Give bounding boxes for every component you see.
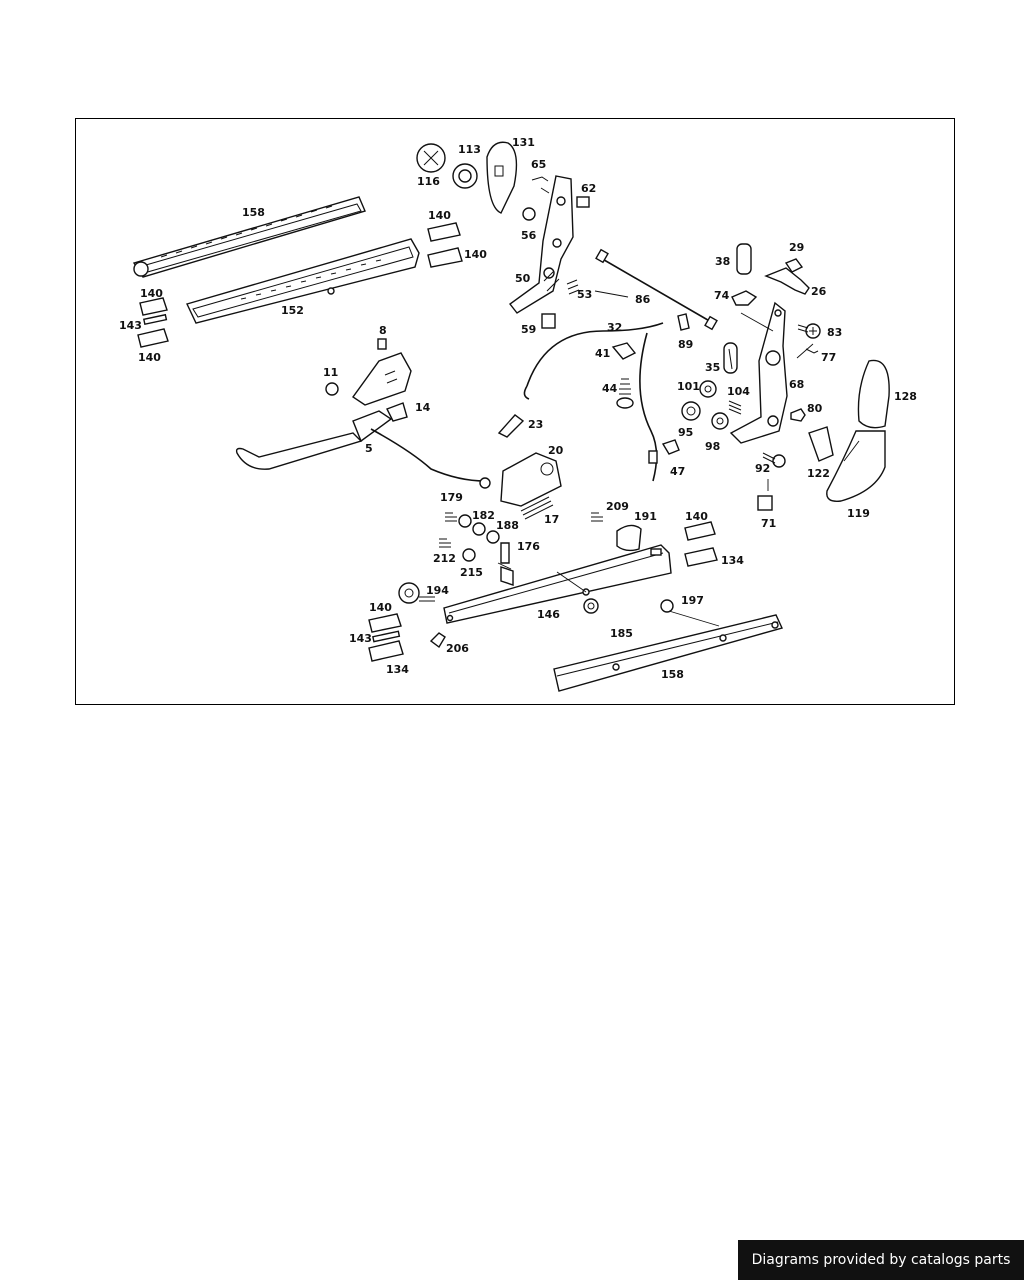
label-140-e: 140 (685, 510, 708, 523)
label-140-f: 140 (369, 601, 392, 614)
label-5: 5 (365, 442, 373, 455)
label-26: 26 (811, 285, 827, 298)
label-71: 71 (761, 517, 776, 530)
label-65: 65 (531, 158, 546, 171)
label-197: 197 (681, 594, 704, 607)
slider-blocks-upper-right (427, 222, 463, 268)
leader-lines (497, 187, 860, 627)
bolt-44 (616, 378, 634, 409)
rod-86 (598, 256, 714, 324)
label-92: 92 (755, 462, 770, 475)
label-86: 86 (635, 293, 651, 306)
label-185: 185 (610, 627, 633, 640)
label-14: 14 (415, 401, 431, 414)
label-143-a: 143 (119, 319, 142, 332)
label-104: 104 (727, 385, 750, 398)
footer-text: Diagrams provided by catalogs parts (751, 1252, 1011, 1268)
label-98: 98 (705, 440, 720, 453)
label-128: 128 (894, 390, 917, 403)
rail-158-upper (132, 196, 366, 278)
label-140-c: 140 (140, 287, 163, 300)
lower-fasteners (398, 512, 674, 649)
label-53: 53 (577, 288, 592, 301)
label-47: 47 (670, 465, 685, 478)
part-labels: 131 113 116 65 62 56 158 140 140 152 140… (119, 136, 917, 681)
label-35: 35 (705, 361, 720, 374)
slider-blocks-left-lower (368, 613, 404, 662)
label-140-b: 140 (464, 248, 487, 261)
label-158-upper: 158 (242, 206, 265, 219)
label-152: 152 (281, 304, 304, 317)
label-134-a: 134 (721, 554, 744, 567)
label-212: 212 (433, 552, 456, 565)
label-188: 188 (496, 519, 519, 532)
slider-blocks-left-upper (137, 297, 169, 348)
label-56: 56 (521, 229, 537, 242)
label-95: 95 (678, 426, 693, 439)
label-215: 215 (460, 566, 483, 579)
label-140-d: 140 (138, 351, 161, 364)
label-116: 116 (417, 175, 440, 188)
center-parts (497, 414, 562, 520)
small-parts-right-upper (677, 243, 821, 374)
label-140-a: 140 (428, 209, 451, 222)
label-20: 20 (548, 444, 564, 457)
seat-covers (808, 359, 890, 502)
label-194: 194 (426, 584, 449, 597)
label-143-b: 143 (349, 632, 372, 645)
cable-32 (526, 322, 664, 387)
rail-158-lower (553, 614, 783, 692)
label-74: 74 (714, 289, 730, 302)
label-101: 101 (677, 380, 700, 393)
label-134-b: 134 (386, 663, 409, 676)
slider-blocks-right (684, 521, 718, 567)
label-119: 119 (847, 507, 870, 520)
label-158-lower: 158 (661, 668, 684, 681)
label-32: 32 (607, 321, 622, 334)
label-11: 11 (323, 366, 338, 379)
label-68: 68 (789, 378, 804, 391)
footer-banner: Diagrams provided by catalogs parts (738, 1240, 1024, 1280)
label-113: 113 (458, 143, 481, 156)
label-38: 38 (715, 255, 730, 268)
label-59: 59 (521, 323, 536, 336)
recliner-bracket-right (729, 301, 788, 444)
label-176: 176 (517, 540, 540, 553)
rail-152 (186, 238, 420, 324)
label-179: 179 (440, 491, 463, 504)
label-8: 8 (379, 324, 387, 337)
label-182: 182 (472, 509, 495, 522)
label-80: 80 (807, 402, 823, 415)
label-146: 146 (537, 608, 560, 621)
adjust-lever (235, 338, 491, 489)
label-131: 131 (512, 136, 535, 149)
label-17: 17 (544, 513, 559, 526)
label-206: 206 (446, 642, 469, 655)
label-44: 44 (602, 382, 618, 395)
label-29: 29 (789, 241, 804, 254)
exploded-parts-diagram: 131 113 116 65 62 56 158 140 140 152 140… (119, 136, 917, 692)
label-62: 62 (581, 182, 596, 195)
label-41: 41 (595, 347, 610, 360)
label-77: 77 (821, 351, 836, 364)
label-83: 83 (827, 326, 842, 339)
recliner-bracket-left (509, 175, 590, 329)
label-209: 209 (606, 500, 629, 513)
recliner-knob (416, 141, 518, 214)
label-122: 122 (807, 467, 830, 480)
small-parts-right-mid (681, 380, 806, 511)
label-50: 50 (515, 272, 531, 285)
label-23: 23 (528, 418, 543, 431)
diagram-frame: 131 113 116 65 62 56 158 140 140 152 140… (75, 118, 955, 705)
label-89: 89 (678, 338, 693, 351)
label-191: 191 (634, 510, 657, 523)
